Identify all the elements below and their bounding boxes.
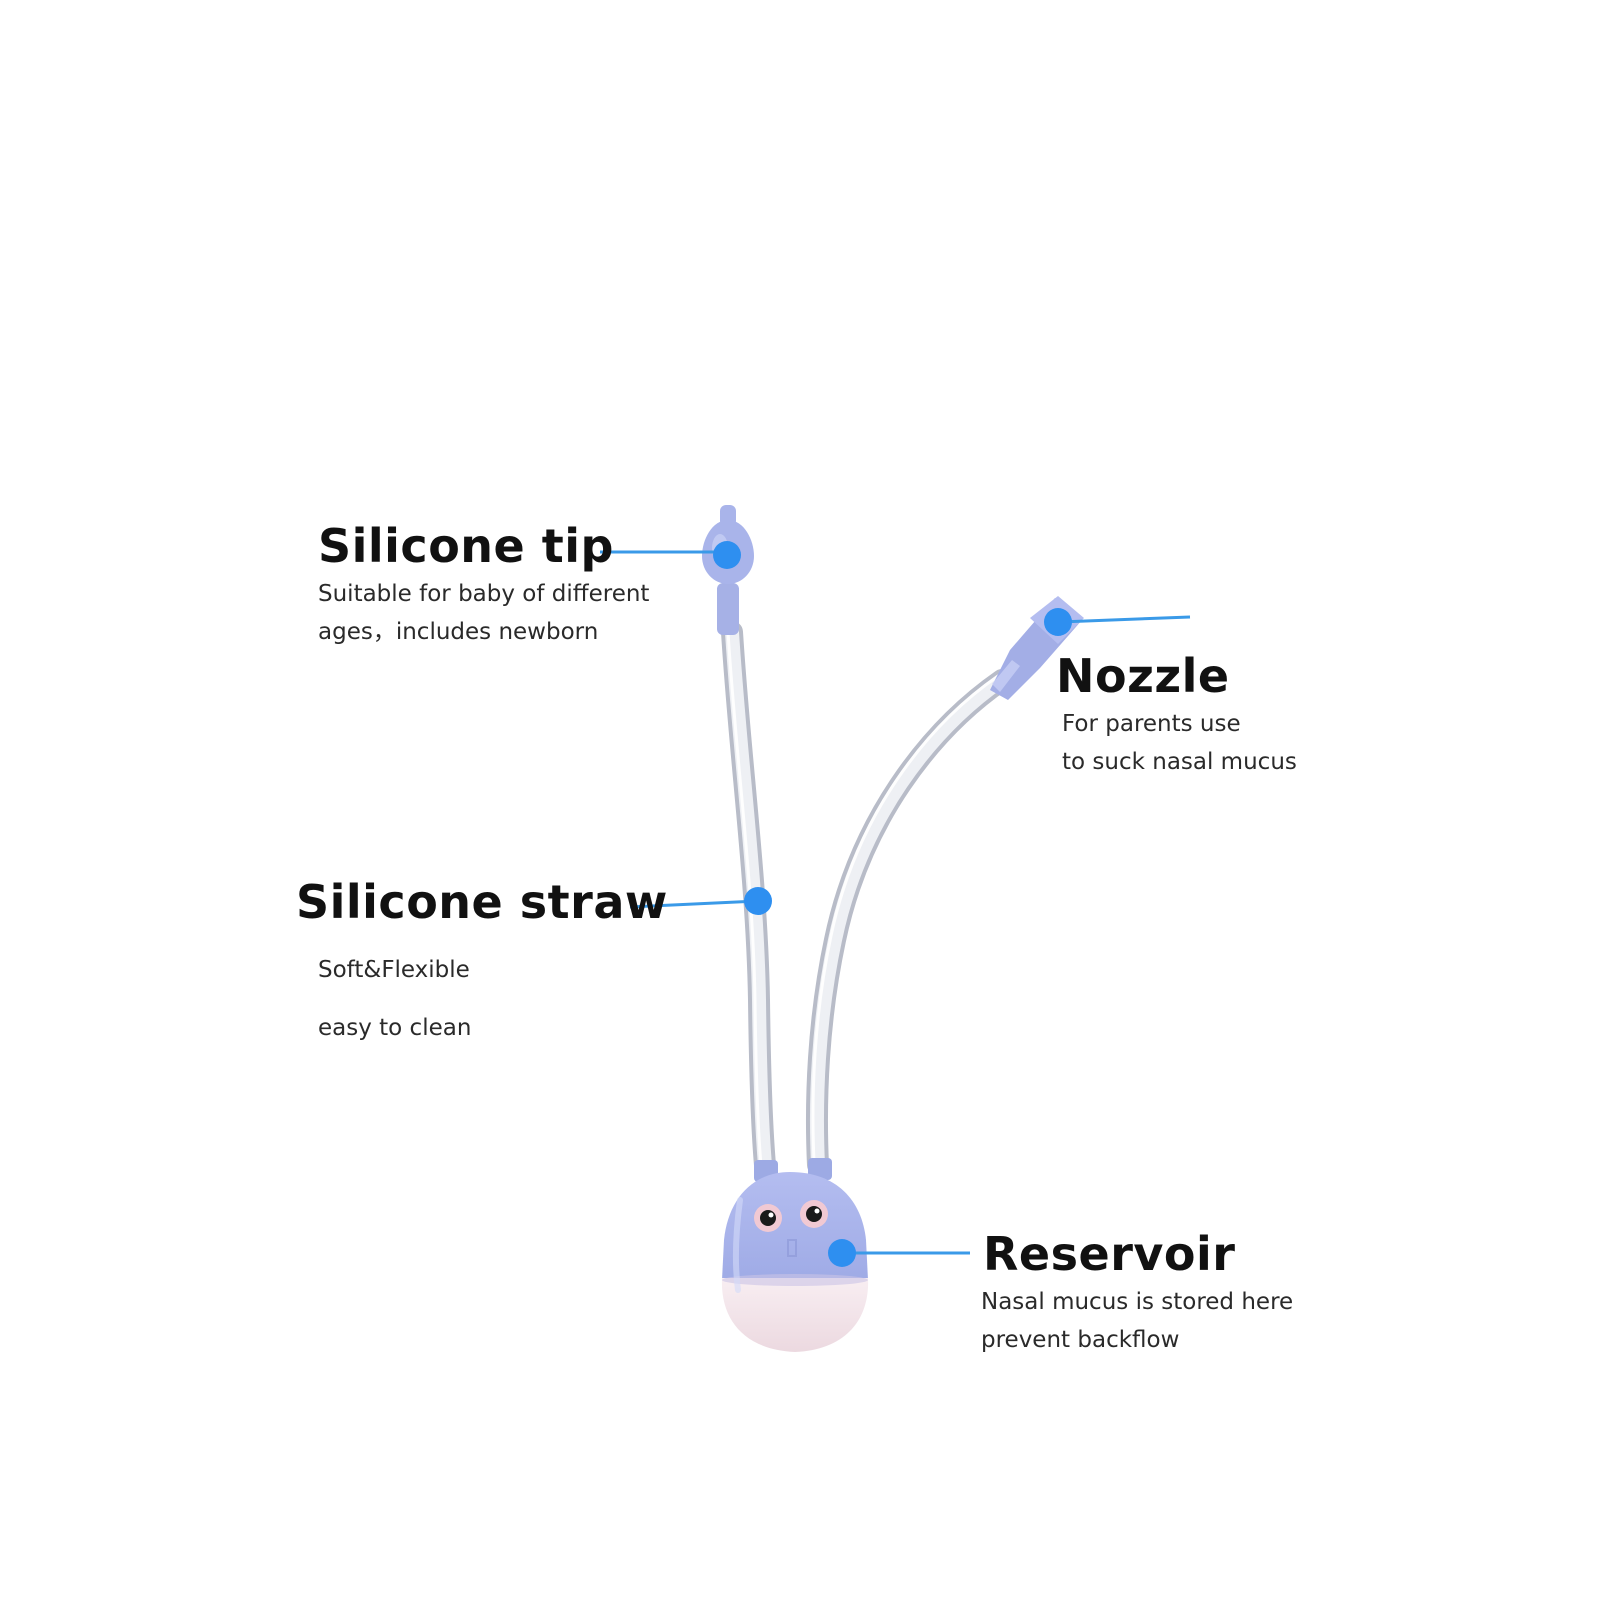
cartoon-face-icon <box>754 1200 828 1257</box>
silicone-straw-title: Silicone straw <box>296 875 668 929</box>
silicone-tip-desc-line2: ages，includes newborn <box>318 619 599 645</box>
nozzle-desc-line1: For parents use <box>1062 711 1241 737</box>
nasal-aspirator-illustration <box>702 505 1084 1352</box>
silicone-tip-desc-line1: Suitable for baby of different <box>318 581 650 607</box>
silicone-straw-desc-line1: Soft&Flexible <box>318 957 470 983</box>
reservoir-title: Reservoir <box>983 1227 1236 1281</box>
callout-markers <box>600 541 1191 1267</box>
tip-marker-dot <box>713 541 741 569</box>
nozzle-tube <box>805 669 1013 1176</box>
straw-marker-dot <box>744 887 772 915</box>
silicone-straw-callout: Silicone straw Soft&Flexible easy to cle… <box>296 876 668 1044</box>
silicone-straw-tube <box>721 621 776 1176</box>
reservoir-marker-dot <box>828 1239 856 1267</box>
nozzle-desc-line2: to suck nasal mucus <box>1062 749 1297 775</box>
nozzle-leader-line <box>1059 615 1191 624</box>
nozzle-marker-dot <box>1044 608 1072 636</box>
straw-leader-line <box>629 899 759 909</box>
reservoir-desc-line1: Nasal mucus is stored here <box>981 1289 1294 1315</box>
silicone-straw-desc-line2: easy to clean <box>318 1015 472 1041</box>
silicone-tip-part <box>702 505 754 635</box>
nozzle-title: Nozzle <box>1056 649 1230 703</box>
reservoir-callout: Reservoir Nasal mucus is stored here pre… <box>981 1227 1294 1356</box>
silicone-tip-title: Silicone tip <box>318 519 614 573</box>
nozzle-callout: Nozzle For parents use to suck nasal muc… <box>1056 650 1297 778</box>
silicone-tip-callout: Silicone tip Suitable for baby of differ… <box>318 520 649 648</box>
reservoir-desc-line2: prevent backflow <box>981 1327 1180 1353</box>
